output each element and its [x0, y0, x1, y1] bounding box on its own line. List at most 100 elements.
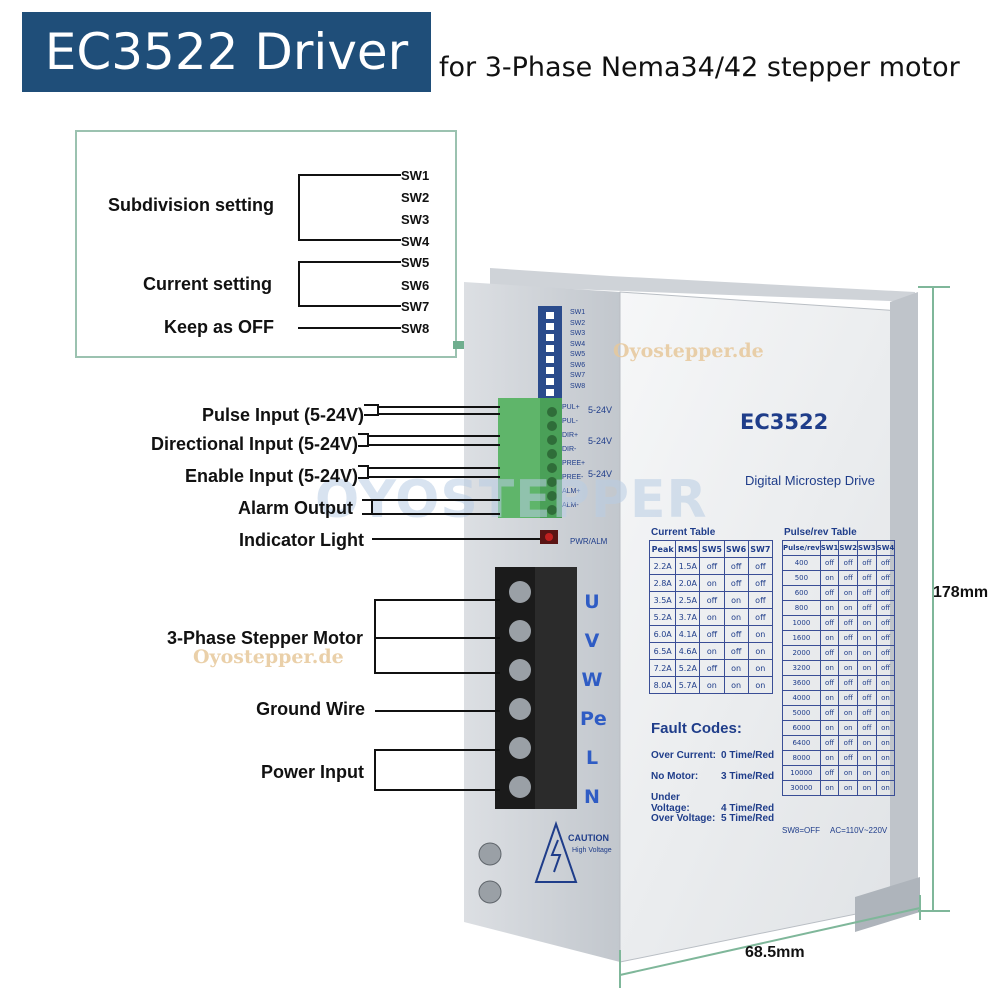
dip-label: SW6: [570, 361, 586, 369]
fault-code-list: Over Current: 0 Time/Red No Motor: 3 Time/R…: [651, 750, 774, 834]
keep-off-label: Keep as OFF: [164, 317, 275, 337]
fault-condition: Under Voltage:: [651, 792, 690, 814]
subdivision-setting-label: Subdivision setting: [108, 195, 275, 215]
table-cell: off: [747, 557, 774, 575]
bracket-line: [298, 261, 300, 306]
sw3-label: SW3: [401, 212, 430, 227]
signal-labels: PUL+ PUL- DIR+ DIR- PREE+ PREE- ALM+ ALM…: [562, 401, 585, 513]
signal-label: PREE+: [562, 460, 586, 467]
power-terminal-labels: U V W Pe L N: [580, 583, 607, 817]
fault-blink-code: 4 Time/Red: [721, 803, 775, 814]
fault-code-row: Under Voltage: 4 Time/Red: [651, 792, 775, 814]
ground-wire-label: Ground Wire: [256, 699, 365, 719]
switch-settings-box: Subdivision setting Current setting Keep…: [75, 130, 457, 358]
bracket-line: [298, 174, 401, 176]
table-cell: on: [875, 780, 896, 796]
terminal-label-w: W: [581, 669, 603, 691]
stepper-motor-label: 3-Phase Stepper Motor: [166, 628, 363, 648]
table-cell: 3.5A: [648, 591, 677, 609]
sw5-label: SW5: [401, 255, 430, 270]
voltage-label: 5-24V: [588, 436, 613, 446]
table-cell: off: [875, 660, 896, 676]
height-dimension: 178mm: [933, 584, 989, 601]
page-title: EC3522 Driver: [22, 12, 431, 92]
indicator-light-label: Indicator Light: [239, 530, 364, 550]
dip-label: SW2: [570, 319, 586, 327]
fault-condition: Over Voltage:: [651, 813, 716, 824]
device-model: EC3522: [740, 410, 829, 434]
current-table-title: Current Table: [651, 527, 716, 538]
bracket-line: [298, 261, 401, 263]
pulse-table-note-left: SW8=OFF: [782, 826, 821, 835]
voltage-label: 5-24V: [588, 405, 613, 415]
caution-subtext: High Voltage: [572, 847, 612, 854]
width-dimension: 68.5mm: [745, 944, 805, 961]
terminal-label-n: N: [584, 786, 600, 808]
fault-codes-title: Fault Codes:: [651, 720, 742, 737]
fault-blink-code: 5 Time/Red: [721, 813, 775, 824]
table-cell: 8.0A: [648, 676, 677, 694]
power-input-label: Power Input: [261, 762, 364, 782]
bracket-line: [298, 327, 401, 329]
bracket-line: [298, 174, 300, 240]
signal-label: PUL+: [562, 404, 580, 411]
signal-label: PREE-: [562, 474, 584, 481]
pulse-input-label: Pulse Input (5-24V): [201, 405, 364, 425]
sw1-label: SW1: [401, 168, 430, 183]
dip-label: SW4: [570, 340, 586, 348]
table-header-cell: SW4: [875, 540, 896, 556]
enable-input-label: Enable Input (5-24V): [184, 466, 358, 486]
table-cell: on: [747, 676, 774, 694]
terminal-label-v: V: [584, 630, 600, 652]
table-cell: on: [875, 675, 896, 691]
caution-label: CAUTION: [568, 833, 609, 843]
directional-input-label: Directional Input (5-24V): [150, 434, 358, 454]
page-subtitle: for 3-Phase Nema34/42 stepper motor: [439, 52, 960, 83]
bracket-line: [298, 305, 401, 307]
current-setting-label: Current setting: [143, 274, 273, 294]
signal-label: PUL-: [562, 418, 578, 425]
signal-label: DIR+: [562, 432, 579, 439]
dip-label: SW1: [570, 309, 586, 316]
fault-code-row: No Motor: 3 Time/Red: [651, 771, 774, 792]
pulse-table-note-right: AC=110V~220V: [830, 826, 888, 835]
watermark-text: Oyostepper.de: [613, 340, 764, 362]
device-type: Digital Microstep Drive: [745, 473, 876, 488]
signal-label: ALM-: [562, 502, 579, 509]
fault-blink-code: 0 Time/Red: [721, 750, 775, 761]
watermark-text: Oyostepper.de: [193, 646, 344, 668]
sw4-label: SW4: [401, 234, 430, 249]
dip-label: SW7: [570, 372, 586, 379]
dip-label: SW3: [570, 330, 586, 337]
fault-condition: Over Current:: [651, 750, 717, 761]
fault-condition: No Motor:: [651, 771, 699, 782]
pulse-table-title: Pulse/rev Table: [784, 527, 857, 538]
fault-blink-code: 3 Time/Red: [721, 771, 775, 782]
sw2-label: SW2: [401, 190, 430, 205]
sw6-label: SW6: [401, 278, 430, 293]
bracket-line: [298, 239, 401, 241]
signal-label: ALM+: [562, 488, 581, 495]
dip-switch-labels: SW1 SW2 SW3 SW4 SW5 SW6 SW7 SW8: [570, 308, 585, 392]
dip-label: SW5: [570, 351, 586, 358]
sw8-label: SW8: [401, 321, 430, 336]
